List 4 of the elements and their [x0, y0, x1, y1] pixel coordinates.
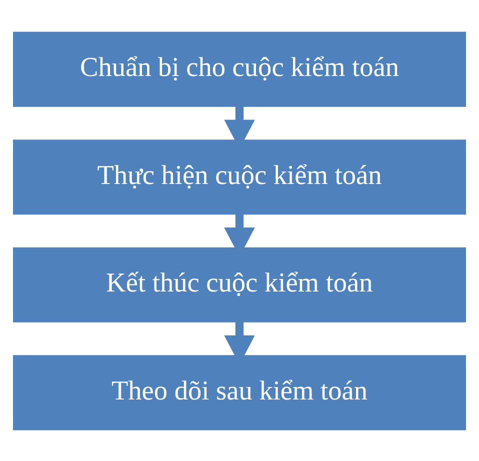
node-box: Theo dõi sau kiểm toán: [12, 354, 466, 430]
node-box: Thực hiện cuộc kiểm toán: [12, 139, 466, 214]
node-box: Chuẩn bị cho cuộc kiểm toán: [12, 31, 466, 106]
node-box: Kết thúc cuộc kiểm toán: [12, 246, 466, 322]
